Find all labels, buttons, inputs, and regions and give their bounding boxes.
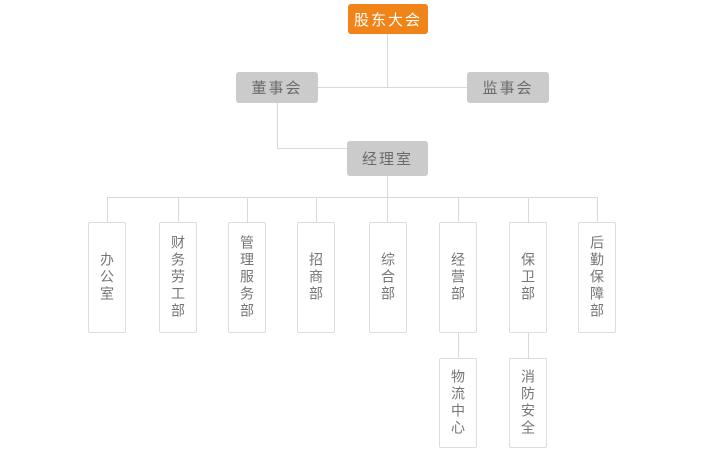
connector-line [528,197,529,222]
connector-line [318,87,467,88]
connector-line [387,176,388,222]
connector-line [458,197,459,222]
org-node-dept-logistics-support: 后勤保障部 [578,222,616,333]
org-node-supervisory-board: 监事会 [467,72,549,103]
org-node-dept-management-service: 管理服务部 [228,222,266,333]
connector-line [178,197,179,222]
org-node-shareholders-meeting: 股东大会 [348,4,428,34]
connector-line [387,33,388,87]
connector-line [528,333,529,358]
connector-line [277,103,278,148]
connector-line [247,197,248,222]
connector-line [316,197,317,222]
org-node-dept-investment: 招商部 [297,222,335,333]
org-node-sub-logistics-center: 物流中心 [439,358,477,448]
org-node-dept-general-office: 办公室 [88,222,126,333]
connector-line [277,148,347,149]
org-node-manager-office: 经理室 [347,141,428,176]
org-node-dept-general-affairs: 综合部 [369,222,407,333]
org-node-dept-finance-labor: 财务劳工部 [159,222,197,333]
org-node-board-of-directors: 董事会 [236,72,318,103]
connector-line [107,197,598,198]
org-node-dept-operations: 经营部 [439,222,477,333]
connector-line [597,197,598,222]
org-node-dept-security: 保卫部 [509,222,547,333]
connector-line [107,197,108,222]
connector-line [458,333,459,358]
org-node-sub-fire-safety: 消防安全 [509,358,547,448]
